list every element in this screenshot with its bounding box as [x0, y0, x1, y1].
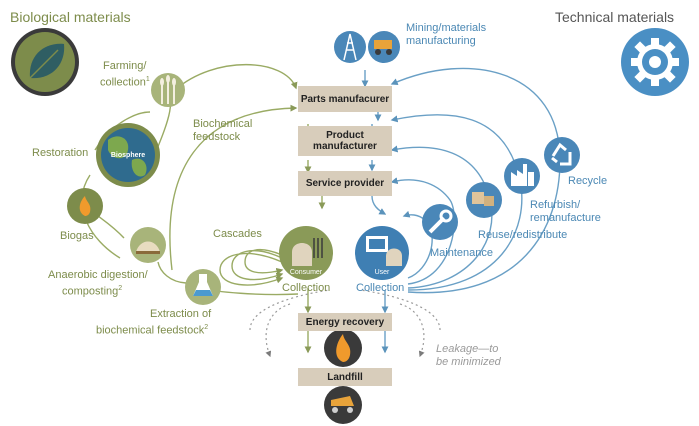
technical-header: Technical materials — [555, 9, 675, 25]
gear-icon — [621, 28, 689, 96]
biochemical-feedstock-label-1: Biochemical — [193, 118, 253, 130]
dump-truck-icon — [324, 386, 362, 424]
mining-label-1: Mining/materials — [406, 22, 487, 34]
landfill-box: Landfill — [298, 368, 392, 386]
cascades-label: Cascades — [213, 228, 262, 240]
recycle-label: Recycle — [568, 175, 608, 187]
mining-label-2: manufacturing — [406, 35, 476, 47]
service-provider-box: Service provider — [298, 171, 392, 196]
anaerobic-label-2: composting2 — [62, 285, 123, 298]
consumer-label: Consumer — [290, 269, 323, 276]
boxes-icon — [466, 182, 502, 218]
flask-icon — [185, 269, 221, 305]
factory-icon — [504, 158, 540, 194]
user-label: User — [375, 269, 390, 276]
anaerobic-label-1: Anaerobic digestion/ — [48, 269, 148, 281]
biosphere-label: Biosphere — [111, 152, 145, 159]
oil-rig-icon — [334, 31, 366, 63]
extraction-label-1: Extraction of — [150, 308, 212, 320]
leakage-label-1: Leakage—to — [436, 343, 499, 355]
biochemical-feedstock-label-2: feedstock — [193, 131, 241, 143]
user-icon: User — [355, 226, 409, 280]
product-manufacturer-box: Product manufacturer — [298, 126, 392, 156]
refurbish-label-2: remanufacture — [530, 212, 601, 224]
reuse-label: Reuse/redistribute — [478, 229, 568, 241]
refurbish-label-1: Refurbish/ — [530, 199, 581, 211]
collection-label-tech: Collection — [356, 282, 405, 294]
parts-manufacturer-box: Parts manufacurer — [298, 86, 392, 112]
energy-recovery-box: Energy recovery — [298, 313, 392, 331]
consumer-icon: Consumer — [279, 226, 333, 280]
mining-truck-icon — [368, 31, 400, 63]
leakage-flows — [249, 289, 441, 358]
maintenance-label: Maintenance — [430, 247, 493, 259]
collection-label-bio: Collection — [282, 282, 331, 294]
fire-icon — [324, 329, 362, 367]
farming-label: Farming/ — [103, 60, 147, 72]
leakage-label-2: be minimized — [436, 356, 501, 368]
leaf-icon — [11, 28, 79, 96]
biogas-label: Biogas — [60, 230, 94, 242]
recycle-icon — [544, 137, 580, 173]
biological-header: Biological materials — [10, 9, 131, 25]
globe-icon: Biosphere — [96, 123, 160, 187]
restoration-label: Restoration — [32, 147, 89, 159]
compost-icon — [130, 227, 166, 263]
flame-icon — [67, 188, 103, 224]
wheat-icon — [151, 73, 185, 107]
wrench-icon — [422, 204, 458, 240]
extraction-label-2: biochemical feedstock2 — [96, 324, 209, 337]
collection-label-farming: collection1 — [100, 76, 150, 89]
